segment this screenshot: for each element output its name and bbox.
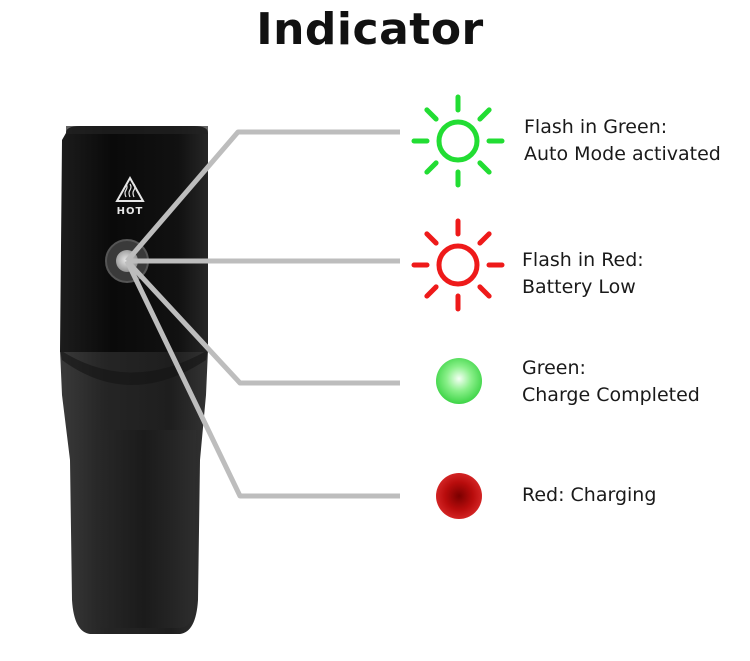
leader-line-solid-green (125, 259, 400, 386)
solid-dot-icon-solid-green (436, 358, 482, 404)
leader-line-solid-red (124, 259, 400, 499)
indicator-label-line2: Auto Mode activated (524, 143, 721, 165)
indicator-label-line1: Red: Charging (522, 484, 657, 506)
page-title: Indicator (256, 4, 484, 55)
hot-badge-label: HOT (117, 206, 144, 217)
indicator-symbols (411, 94, 505, 519)
indicator-label-flash-red: Flash in Red: Battery Low (522, 247, 644, 301)
leader-lines (124, 129, 400, 499)
flashing-sun-icon-flash-green (411, 94, 505, 188)
hot-warning-icon (115, 175, 145, 202)
solid-dot-icon-solid-red (436, 473, 482, 519)
indicator-label-flash-green: Flash in Green: Auto Mode activated (524, 114, 721, 168)
indicator-label-line1: Green: (522, 357, 586, 379)
indicator-label-solid-red: Red: Charging (522, 482, 656, 509)
indicator-label-line1: Flash in Red: (522, 249, 644, 271)
flashing-sun-icon-flash-red (411, 218, 505, 312)
leader-line-flash-green (125, 129, 400, 263)
indicator-label-solid-green: Green: Charge Completed (522, 355, 700, 409)
device-upper-body (60, 126, 208, 352)
device-mount-clip (92, 430, 196, 628)
indicator-label-line1: Flash in Green: (524, 116, 668, 138)
indicator-label-line2: Charge Completed (522, 384, 700, 406)
indicator-label-line2: Battery Low (522, 276, 636, 298)
